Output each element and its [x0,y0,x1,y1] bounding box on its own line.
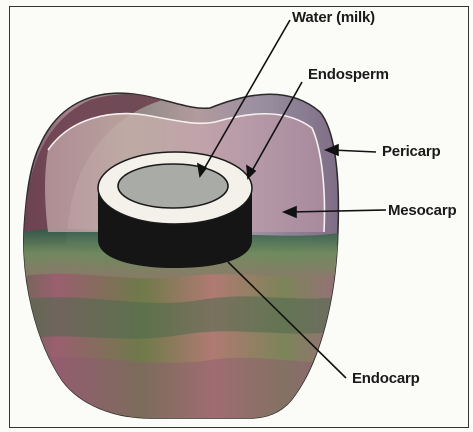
label-pericarp: Pericarp [382,143,440,160]
label-water-milk: Water (milk) [292,9,375,26]
label-endosperm: Endosperm [308,66,389,83]
label-endocarp: Endocarp [352,370,420,387]
label-mesocarp: Mesocarp [388,202,456,219]
